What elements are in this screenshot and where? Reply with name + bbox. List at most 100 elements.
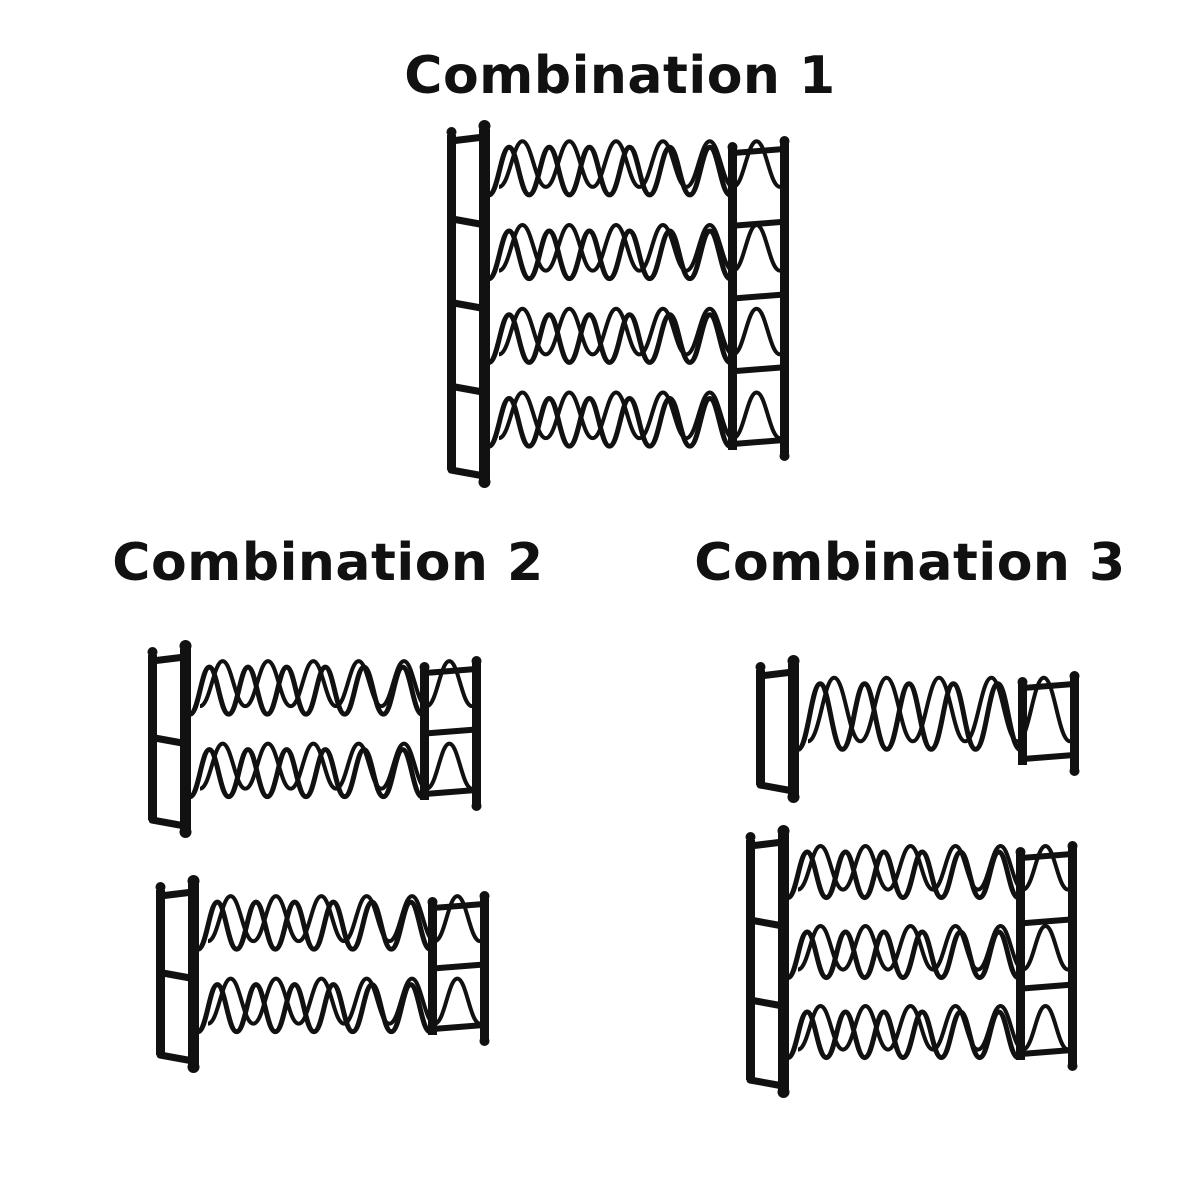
rack-left-rung	[756, 668, 797, 680]
rack-cradle-front-wire	[786, 1009, 1020, 1061]
combination-1-heading: Combination 1	[404, 46, 836, 106]
rack-right-rung	[422, 726, 479, 737]
rack-cradle-back-wire	[797, 1004, 1069, 1052]
rack-left-rung	[156, 969, 197, 982]
rack-cradle-front-wire	[188, 664, 424, 717]
rack-left-rung	[447, 466, 488, 480]
rack-right-front-post	[1016, 854, 1025, 1060]
rack-right-front-cap	[419, 662, 430, 672]
rack-right-foot	[479, 1036, 490, 1046]
rack-left-rung	[156, 888, 197, 900]
rack-right-rung	[730, 364, 787, 375]
rack-right-back-cap	[471, 656, 482, 666]
rack-right-rung	[1018, 851, 1075, 861]
rack-2-tier-upper	[147, 640, 482, 838]
rack-right-rung	[1018, 1047, 1075, 1057]
rack-right-front-cap	[427, 897, 438, 907]
rack-right-rung	[1018, 916, 1075, 927]
rack-cradle-front-wire	[196, 899, 432, 952]
rack-left-back-cap	[745, 832, 756, 842]
rack-right-rung	[730, 146, 787, 156]
rack-cradle-front-wire	[196, 982, 432, 1035]
rack-left-rung	[447, 382, 488, 396]
combination-2-heading: Combination 2	[112, 533, 544, 593]
rack-cradle-back-wire	[199, 741, 473, 791]
rack-left-rung	[746, 996, 787, 1010]
rack-right-front-post	[1018, 684, 1027, 765]
rack-left-back-cap	[755, 662, 766, 672]
rack-left-front-cap	[187, 875, 200, 887]
combination-2-rack-group	[147, 640, 490, 1073]
rack-right-back-post	[472, 663, 481, 804]
rack-left-front-cap	[787, 655, 800, 667]
rack-4-tier	[446, 120, 790, 488]
rack-cradle-front-wire	[796, 681, 1022, 752]
rack-right-back-cap	[1067, 841, 1078, 851]
rack-cradle-back-wire	[498, 139, 781, 189]
rack-left-back-cap	[446, 127, 457, 137]
rack-left-front-cap	[179, 640, 192, 652]
combination-3-heading: Combination 3	[694, 533, 1126, 593]
rack-left-front-post	[188, 884, 199, 1065]
rack-right-rung	[1020, 752, 1077, 762]
rack-right-back-cap	[779, 136, 790, 146]
rack-3-tier	[745, 825, 1078, 1098]
rack-right-rung	[430, 961, 487, 972]
rack-left-front-cap	[478, 120, 491, 132]
rack-cradle-back-wire	[797, 844, 1069, 892]
rack-cradle-back-wire	[498, 306, 781, 357]
rack-left-rung	[447, 133, 488, 145]
rack-right-rung	[422, 666, 479, 676]
rack-right-back-cap	[479, 891, 490, 901]
rack-left-rung	[148, 734, 189, 747]
rack-right-rung	[422, 787, 479, 797]
rack-right-rung	[730, 291, 787, 302]
rack-left-back-cap	[155, 882, 166, 892]
rack-right-back-post	[1070, 678, 1079, 769]
rack-right-foot	[779, 451, 790, 461]
rack-left-back-post	[746, 840, 755, 1080]
rack-left-rung	[156, 1051, 197, 1065]
rack-1-tier	[755, 655, 1080, 803]
rack-2-tier-lower	[155, 875, 490, 1073]
rack-right-front-cap	[1015, 847, 1026, 857]
rack-left-rung	[447, 299, 488, 312]
rack-right-foot	[1069, 766, 1080, 776]
rack-left-rung	[148, 653, 189, 665]
rack-left-front-post	[778, 834, 789, 1090]
rack-left-rung	[447, 215, 488, 229]
rack-cradle-front-wire	[487, 228, 732, 282]
rack-cradle-front-wire	[487, 144, 732, 198]
combination-1-rack-group	[446, 120, 790, 488]
rack-right-front-cap	[727, 142, 738, 152]
rack-cradle-back-wire	[797, 924, 1069, 972]
rack-right-foot	[471, 801, 482, 811]
rack-left-rung	[148, 816, 189, 830]
rack-right-back-post	[780, 143, 789, 454]
rack-cradle-back-wire	[498, 222, 781, 273]
rack-cradle-front-wire	[487, 312, 732, 365]
rack-left-front-post	[788, 664, 799, 795]
rack-cradle-back-wire	[207, 894, 481, 944]
rack-cradle-back-wire	[199, 659, 473, 709]
rack-right-front-cap	[1017, 677, 1028, 687]
combination-3-rack-group	[745, 655, 1080, 1098]
rack-cradle-back-wire	[498, 390, 781, 441]
rack-right-rung	[730, 437, 787, 447]
rack-right-foot	[1067, 1061, 1078, 1071]
rack-left-rung	[746, 838, 787, 850]
rack-left-rung	[756, 781, 797, 795]
rack-cradle-front-wire	[487, 395, 732, 449]
rack-right-rung	[430, 901, 487, 911]
rack-cradle-back-wire	[207, 976, 481, 1026]
rack-left-back-post	[756, 670, 765, 785]
rack-cradle-front-wire	[786, 929, 1020, 981]
rack-left-front-cap	[777, 825, 790, 837]
rack-cradle-front-wire	[188, 747, 424, 800]
rack-right-back-post	[480, 898, 489, 1039]
rack-cradle-front-wire	[786, 849, 1020, 901]
rack-right-back-post	[1068, 848, 1077, 1064]
rack-cradle-back-wire	[807, 675, 1071, 744]
rack-right-back-cap	[1069, 671, 1080, 681]
